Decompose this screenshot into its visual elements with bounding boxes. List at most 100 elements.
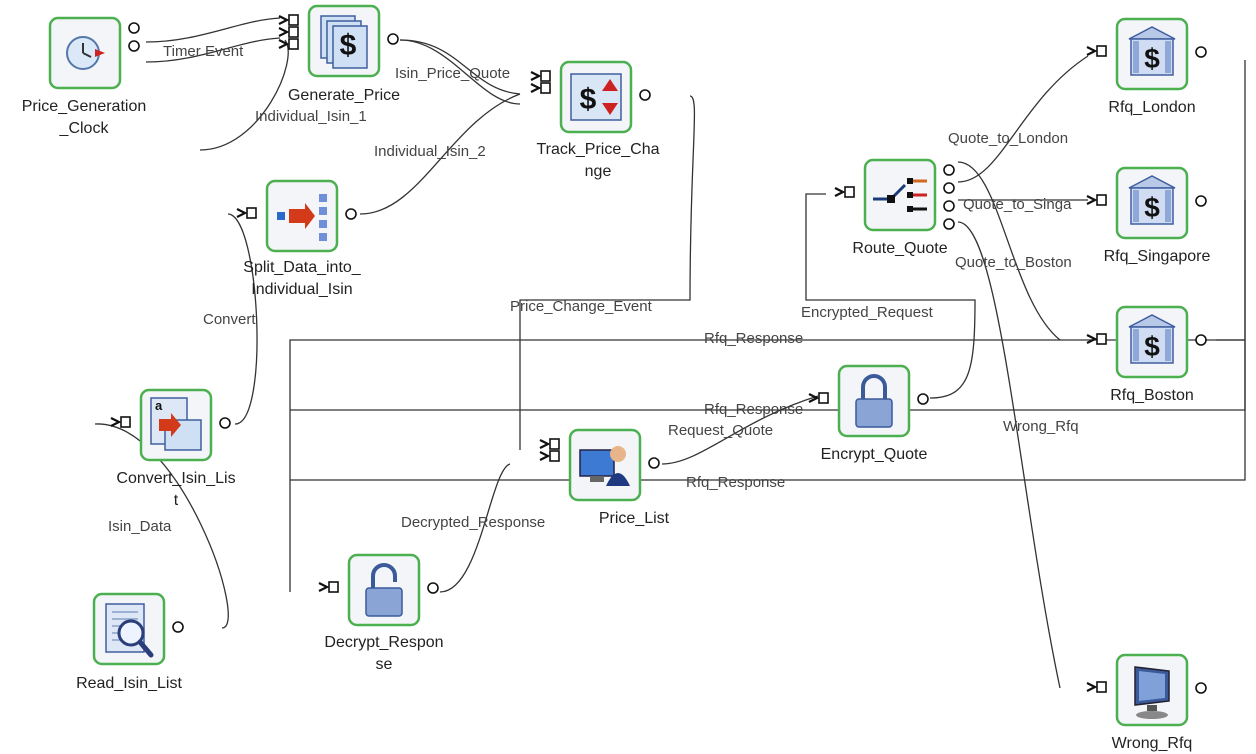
wire-label: Isin_Price_Quote (395, 65, 510, 82)
node-read-isin-list[interactable]: Read_Isin_List (76, 592, 184, 692)
input-port-icon[interactable] (318, 581, 339, 593)
node-label: Read_Isin_List (76, 675, 182, 692)
input-port-icon[interactable] (808, 392, 829, 404)
connection-wire (359, 93, 521, 215)
node-label: Route_Quote (852, 240, 947, 257)
node-price-generation-clock[interactable]: Price_Generation_Clock (22, 16, 147, 137)
input-port-icon[interactable] (1086, 194, 1107, 206)
node-label: Rfq_London (1108, 99, 1195, 116)
wire-label: Isin_Data (108, 518, 172, 535)
connection-wire (519, 95, 696, 450)
input-port-icon[interactable] (1086, 681, 1107, 693)
input-port-icon[interactable] (530, 70, 551, 82)
output-port-icon[interactable] (1195, 46, 1207, 58)
output-port-icon[interactable] (1195, 682, 1207, 694)
bank-icon: $ (1128, 175, 1176, 225)
svg-text:a: a (155, 398, 163, 413)
node-rfq-london[interactable]: $ Rfq_London (1086, 17, 1207, 116)
input-port-icon[interactable] (530, 82, 551, 94)
node-frame[interactable] (863, 158, 937, 232)
input-port-icon[interactable] (278, 26, 299, 38)
node-encrypt-quote[interactable]: Encrypt_Quote (808, 364, 929, 463)
svg-text:$: $ (1144, 192, 1160, 223)
input-port-icon[interactable] (236, 207, 257, 219)
node-rfq-boston[interactable]: $Rfq_Boston (1086, 305, 1207, 404)
wire-label: Rfq_Response (704, 330, 803, 347)
input-port-icon[interactable] (539, 438, 560, 450)
connection-wire (227, 213, 258, 425)
node-label: Wrong_Rfq (1112, 735, 1193, 752)
input-port-icon[interactable] (539, 450, 560, 462)
connection-wire (805, 193, 976, 399)
split-icon (277, 194, 327, 241)
node-route-quote[interactable]: Route_Quote (834, 158, 955, 257)
connection-wire (439, 463, 511, 593)
input-port-icon[interactable] (278, 38, 299, 50)
bank-icon: $ (1128, 314, 1176, 364)
node-label: Individual_Isin (251, 281, 352, 298)
connection-wire (199, 39, 289, 151)
svg-text:$: $ (1144, 43, 1160, 74)
wire-label: Convert (203, 311, 256, 328)
input-port-icon[interactable] (110, 416, 131, 428)
node-label: se (376, 656, 393, 673)
output-port-icon[interactable] (128, 40, 140, 52)
person-at-computer-icon (579, 446, 630, 486)
node-rfq-singapore[interactable]: $ Rfq_Singapore (1086, 166, 1211, 265)
output-port-icon[interactable] (1195, 334, 1207, 346)
node-wrong-rfq[interactable]: Wrong_Rfq (1086, 653, 1207, 752)
node-label: Encrypt_Quote (821, 446, 928, 463)
output-port-icon[interactable] (172, 621, 184, 633)
wire-label: Request_Quote (668, 422, 773, 439)
output-port-icon[interactable] (943, 200, 955, 212)
wire-label: Individual_Isin_1 (255, 108, 367, 125)
output-port-icon[interactable] (917, 393, 929, 405)
node-label: Generate_Price (288, 87, 400, 104)
output-port-icon[interactable] (943, 182, 955, 194)
output-port-icon[interactable] (639, 89, 651, 101)
output-port-icon[interactable] (943, 218, 955, 230)
wire-label: Rfq_Response (686, 474, 785, 491)
node-label: Price_List (599, 510, 670, 527)
output-port-icon[interactable] (128, 22, 140, 34)
connection-wire (289, 339, 1245, 592)
unlocked-padlock-icon (365, 563, 403, 617)
input-port-icon[interactable] (278, 14, 299, 26)
node-label: Split_Data_into_ (243, 259, 362, 276)
output-port-icon[interactable] (345, 208, 357, 220)
input-port-icon[interactable] (1086, 45, 1107, 57)
node-label: Decrypt_Respon (324, 634, 443, 651)
output-port-icon[interactable] (943, 164, 955, 176)
node-split-data[interactable]: Split_Data_into_ Individual_Isin (236, 179, 362, 298)
input-port-icon[interactable] (834, 186, 855, 198)
node-track-price-change[interactable]: $Track_Price_Change (530, 60, 660, 180)
node-label: nge (585, 163, 612, 180)
node-decrypt-response[interactable]: Decrypt_Response (318, 553, 444, 673)
node-price-list[interactable]: Price_List (539, 428, 670, 527)
output-port-icon[interactable] (427, 582, 439, 594)
clock-icon (66, 36, 105, 70)
node-label: t (174, 492, 179, 509)
wire-label: Quote_to_Singa (963, 196, 1072, 213)
output-port-icon[interactable] (219, 417, 231, 429)
input-port-icon[interactable] (1086, 333, 1107, 345)
output-port-icon[interactable] (648, 457, 660, 469)
node-label: _Clock (59, 120, 110, 137)
connection-wire (661, 395, 819, 465)
locked-padlock-icon (855, 374, 893, 428)
monitor-icon (1134, 666, 1170, 719)
wire-label: Timer Event (163, 43, 244, 60)
connection-wire (145, 17, 281, 43)
output-port-icon[interactable] (387, 33, 399, 45)
magnifier-document-icon (105, 603, 154, 658)
output-port-icon[interactable] (1195, 195, 1207, 207)
node-generate-price[interactable]: $Generate_Price (278, 4, 400, 104)
node-label: Rfq_Singapore (1104, 248, 1211, 265)
process-nodes: Price_Generation_Clock$Generate_Price$Tr… (22, 4, 1211, 752)
svg-text:$: $ (580, 83, 597, 116)
wire-label: Quote_to_Boston (955, 254, 1072, 271)
connection-wire (290, 60, 1246, 411)
